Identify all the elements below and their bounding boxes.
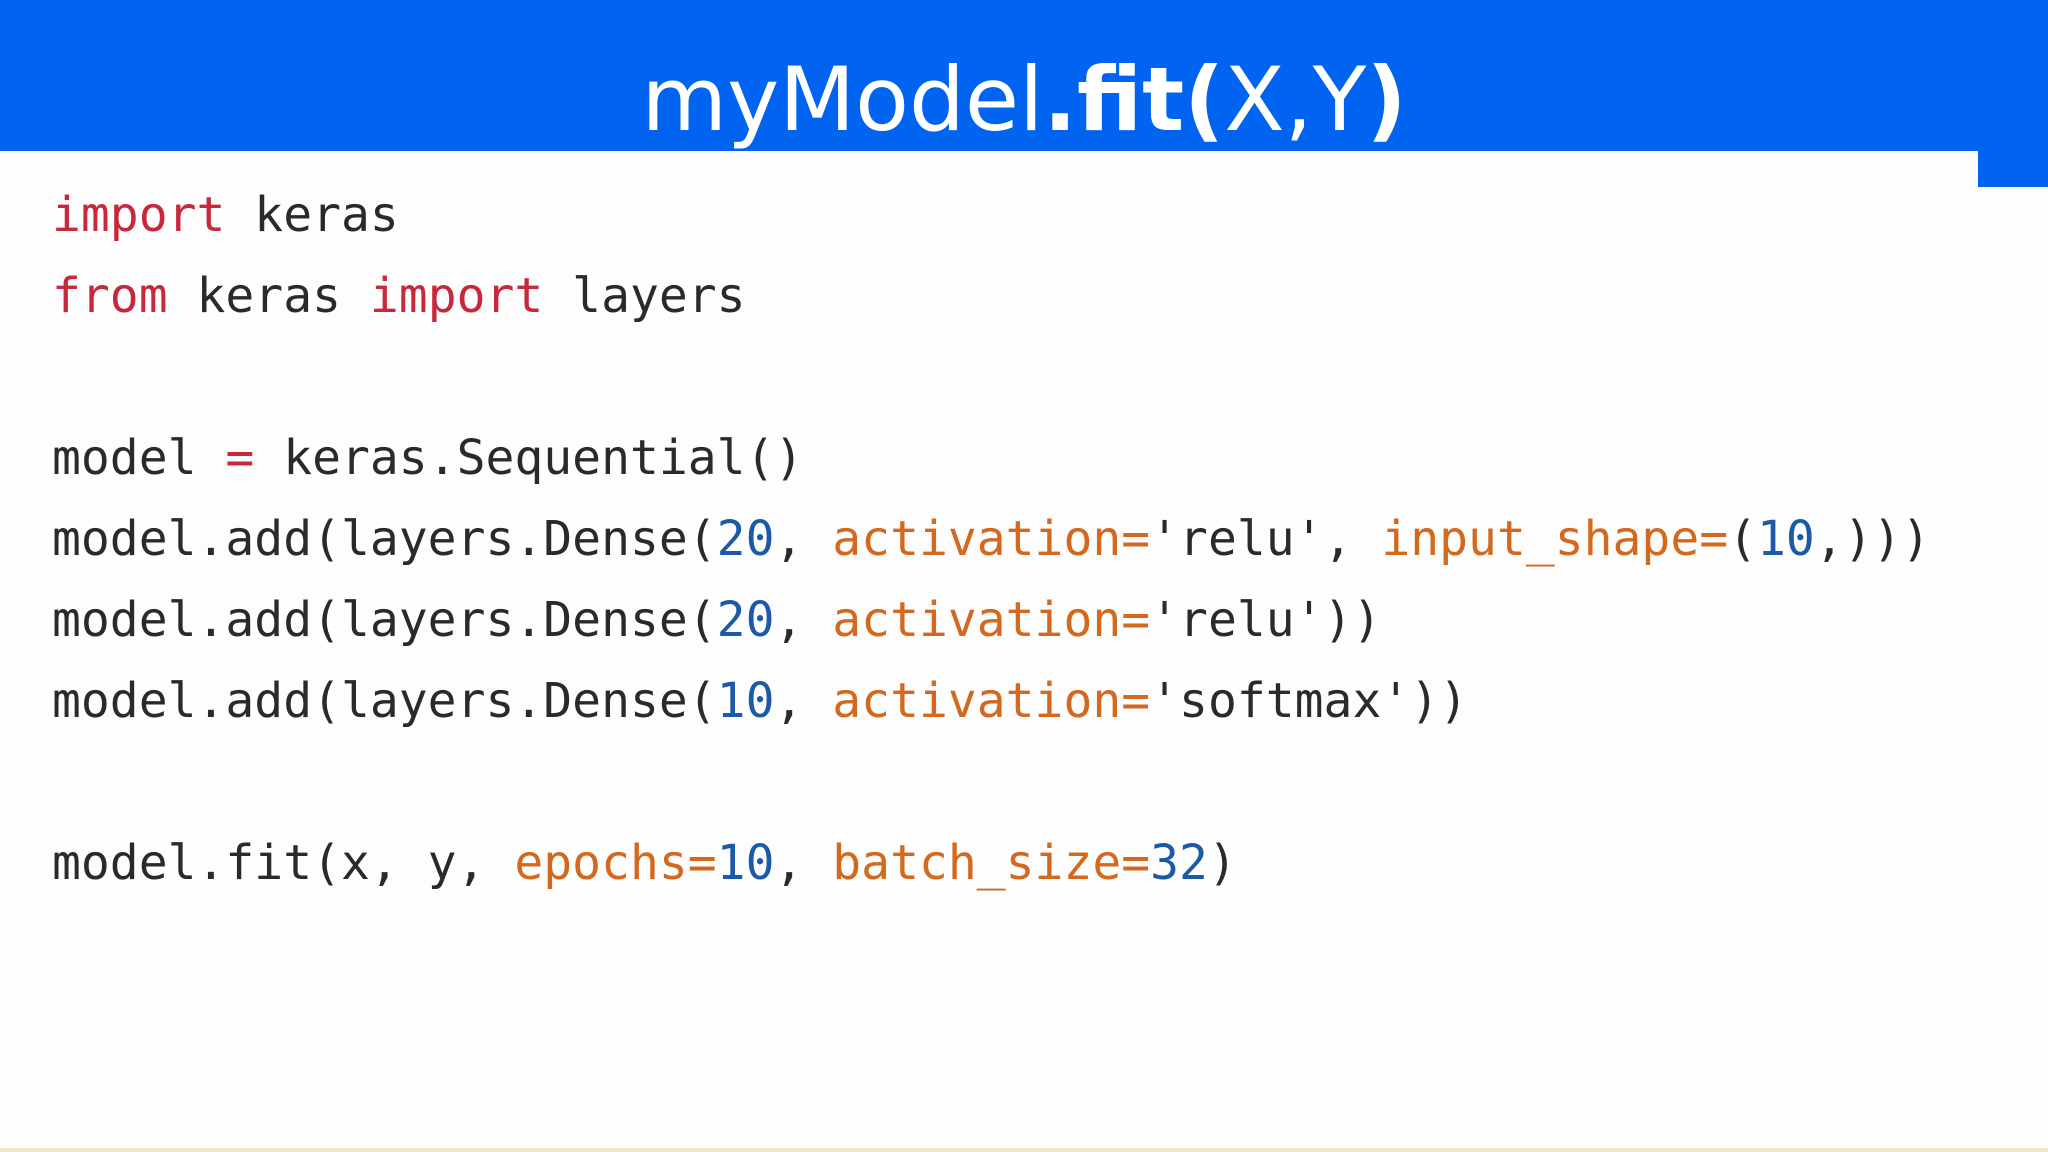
code-text: 'softmax')): [1150, 673, 1469, 729]
code-text: 'relu')): [1150, 592, 1382, 648]
code-line-add-dense-relu: model.add(layers.Dense(20, activation='r…: [52, 585, 1381, 655]
keyword-argument: batch_size=: [832, 835, 1151, 891]
keyword-argument: activation=: [832, 511, 1151, 567]
title-bar: [0, 0, 2048, 151]
number-literal: 20: [716, 511, 775, 567]
code-line-import-keras: import keras: [52, 180, 399, 250]
code-text: model.add(layers.Dense(: [52, 673, 717, 729]
title-bar-tab: [1978, 151, 2048, 187]
code-text: ): [1207, 835, 1237, 891]
number-literal: 10: [716, 673, 775, 729]
code-text: keras: [167, 268, 370, 324]
keyword-from: from: [52, 268, 168, 324]
number-literal: 20: [716, 592, 775, 648]
code-line-from-keras-import-layers: from keras import layers: [52, 261, 746, 331]
number-literal: 32: [1150, 835, 1208, 891]
code-line-add-dense-input: model.add(layers.Dense(20, activation='r…: [52, 504, 1930, 574]
code-line-add-dense-softmax: model.add(layers.Dense(10, activation='s…: [52, 666, 1468, 736]
keyword-argument: activation=: [832, 592, 1151, 648]
slide-title: myModel.fit(X,Y): [0, 40, 2048, 160]
code-line-model-sequential: model = keras.Sequential(): [52, 423, 803, 493]
keyword-argument: epochs=: [514, 835, 717, 891]
keyword-argument: activation=: [832, 673, 1151, 729]
number-literal: 10: [1757, 511, 1815, 567]
code-text: model.add(layers.Dense(: [52, 511, 717, 567]
code-text: ,))): [1814, 511, 1931, 567]
code-text: ,: [774, 592, 833, 648]
code-text: (: [1728, 511, 1758, 567]
title-object: myModel: [641, 48, 1044, 151]
code-text: layers: [543, 268, 746, 324]
code-text: keras: [225, 187, 399, 243]
code-text: ,: [774, 511, 833, 567]
code-line-model-fit: model.fit(x, y, epochs=10, batch_size=32…: [52, 828, 1237, 898]
title-close: ): [1366, 48, 1407, 151]
bottom-rule: [0, 1148, 2048, 1152]
code-text: 'relu',: [1150, 511, 1382, 567]
code-text: ,: [774, 673, 833, 729]
code-block: import keras from keras import layers mo…: [52, 180, 2012, 964]
title-args: X,Y: [1224, 48, 1367, 151]
title-method: .fit(: [1043, 48, 1225, 151]
code-text: keras.Sequential(): [254, 430, 804, 486]
code-text: model.fit(x, y,: [52, 835, 515, 891]
keyword-import: import: [52, 187, 226, 243]
code-text: ,: [774, 835, 833, 891]
keyword-import: import: [369, 268, 544, 324]
number-literal: 10: [716, 835, 775, 891]
code-text: model: [52, 430, 226, 486]
keyword-argument: input_shape=: [1381, 511, 1729, 567]
code-text: model.add(layers.Dense(: [52, 592, 717, 648]
operator-assign: =: [225, 430, 255, 486]
